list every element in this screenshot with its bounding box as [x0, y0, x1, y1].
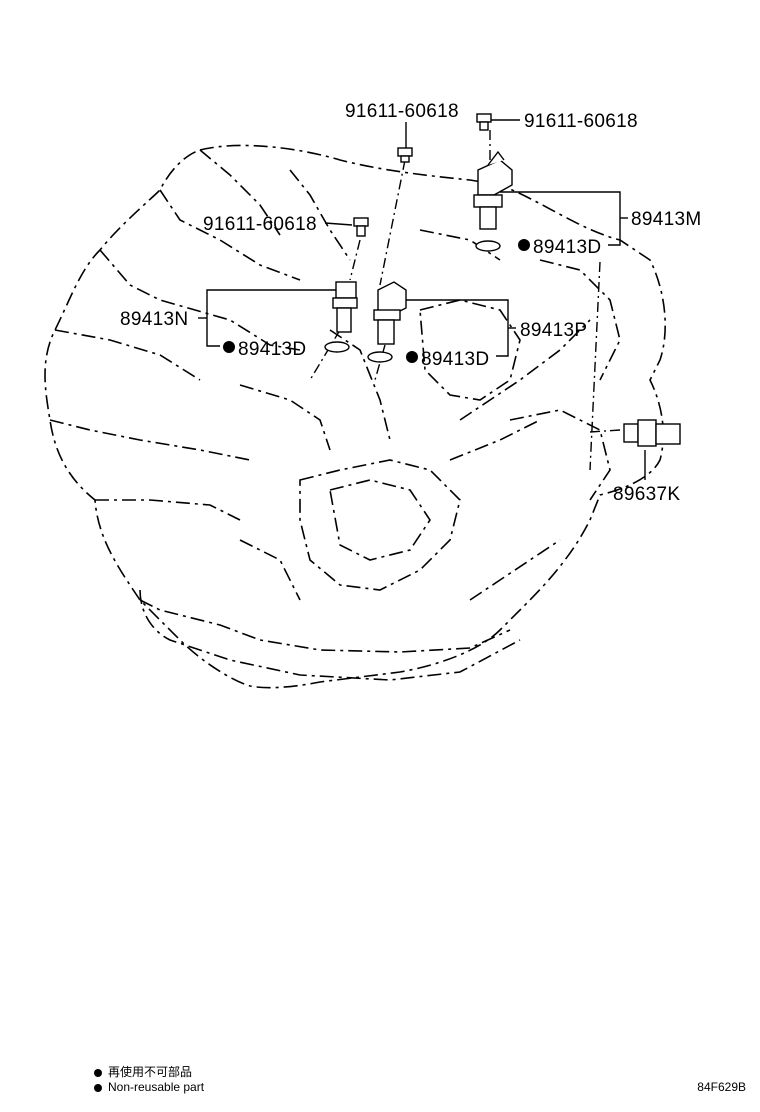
label-sensor-n: 89413N	[120, 309, 188, 330]
legend-english: Non-reusable part	[94, 1080, 204, 1094]
bolt-top-center-icon	[397, 147, 413, 163]
bolt-left-icon	[353, 217, 369, 237]
label-bolt-left: 91611-60618	[203, 214, 317, 235]
speed-sensor-p-icon	[367, 281, 407, 363]
speed-sensor-m-icon	[473, 150, 513, 252]
transmission-case	[44, 144, 666, 689]
label-bolt-top-center: 91611-60618	[345, 101, 459, 122]
temperature-sensor-icon	[623, 419, 681, 447]
non-reusable-dot-n	[223, 341, 235, 353]
label-temp-sensor: 89637K	[613, 484, 680, 505]
label-oring-m: 89413D	[533, 237, 601, 258]
legend-dot-icon	[94, 1068, 102, 1077]
non-reusable-dot-p	[406, 351, 418, 363]
legend-japanese-text: 再使用不可部品	[108, 1065, 193, 1079]
label-bolt-top-right: 91611-60618	[524, 111, 638, 132]
label-sensor-m: 89413M	[631, 209, 701, 230]
legend-dot-icon	[94, 1083, 102, 1092]
label-oring-n: 89413D	[238, 339, 306, 360]
legend-japanese: 再使用不可部品	[94, 1063, 192, 1080]
leader-lines	[309, 130, 621, 471]
speed-sensor-n-icon	[324, 281, 358, 353]
non-reusable-dot-m	[518, 239, 530, 251]
figure-code: 84F629B	[697, 1080, 746, 1094]
bolt-top-right-icon	[476, 113, 492, 131]
non-reusable-markers	[223, 239, 530, 363]
label-oring-p: 89413D	[421, 349, 489, 370]
label-leaders	[198, 119, 646, 480]
legend-english-text: Non-reusable part	[108, 1080, 205, 1094]
label-sensor-p: 89413P	[520, 320, 587, 341]
